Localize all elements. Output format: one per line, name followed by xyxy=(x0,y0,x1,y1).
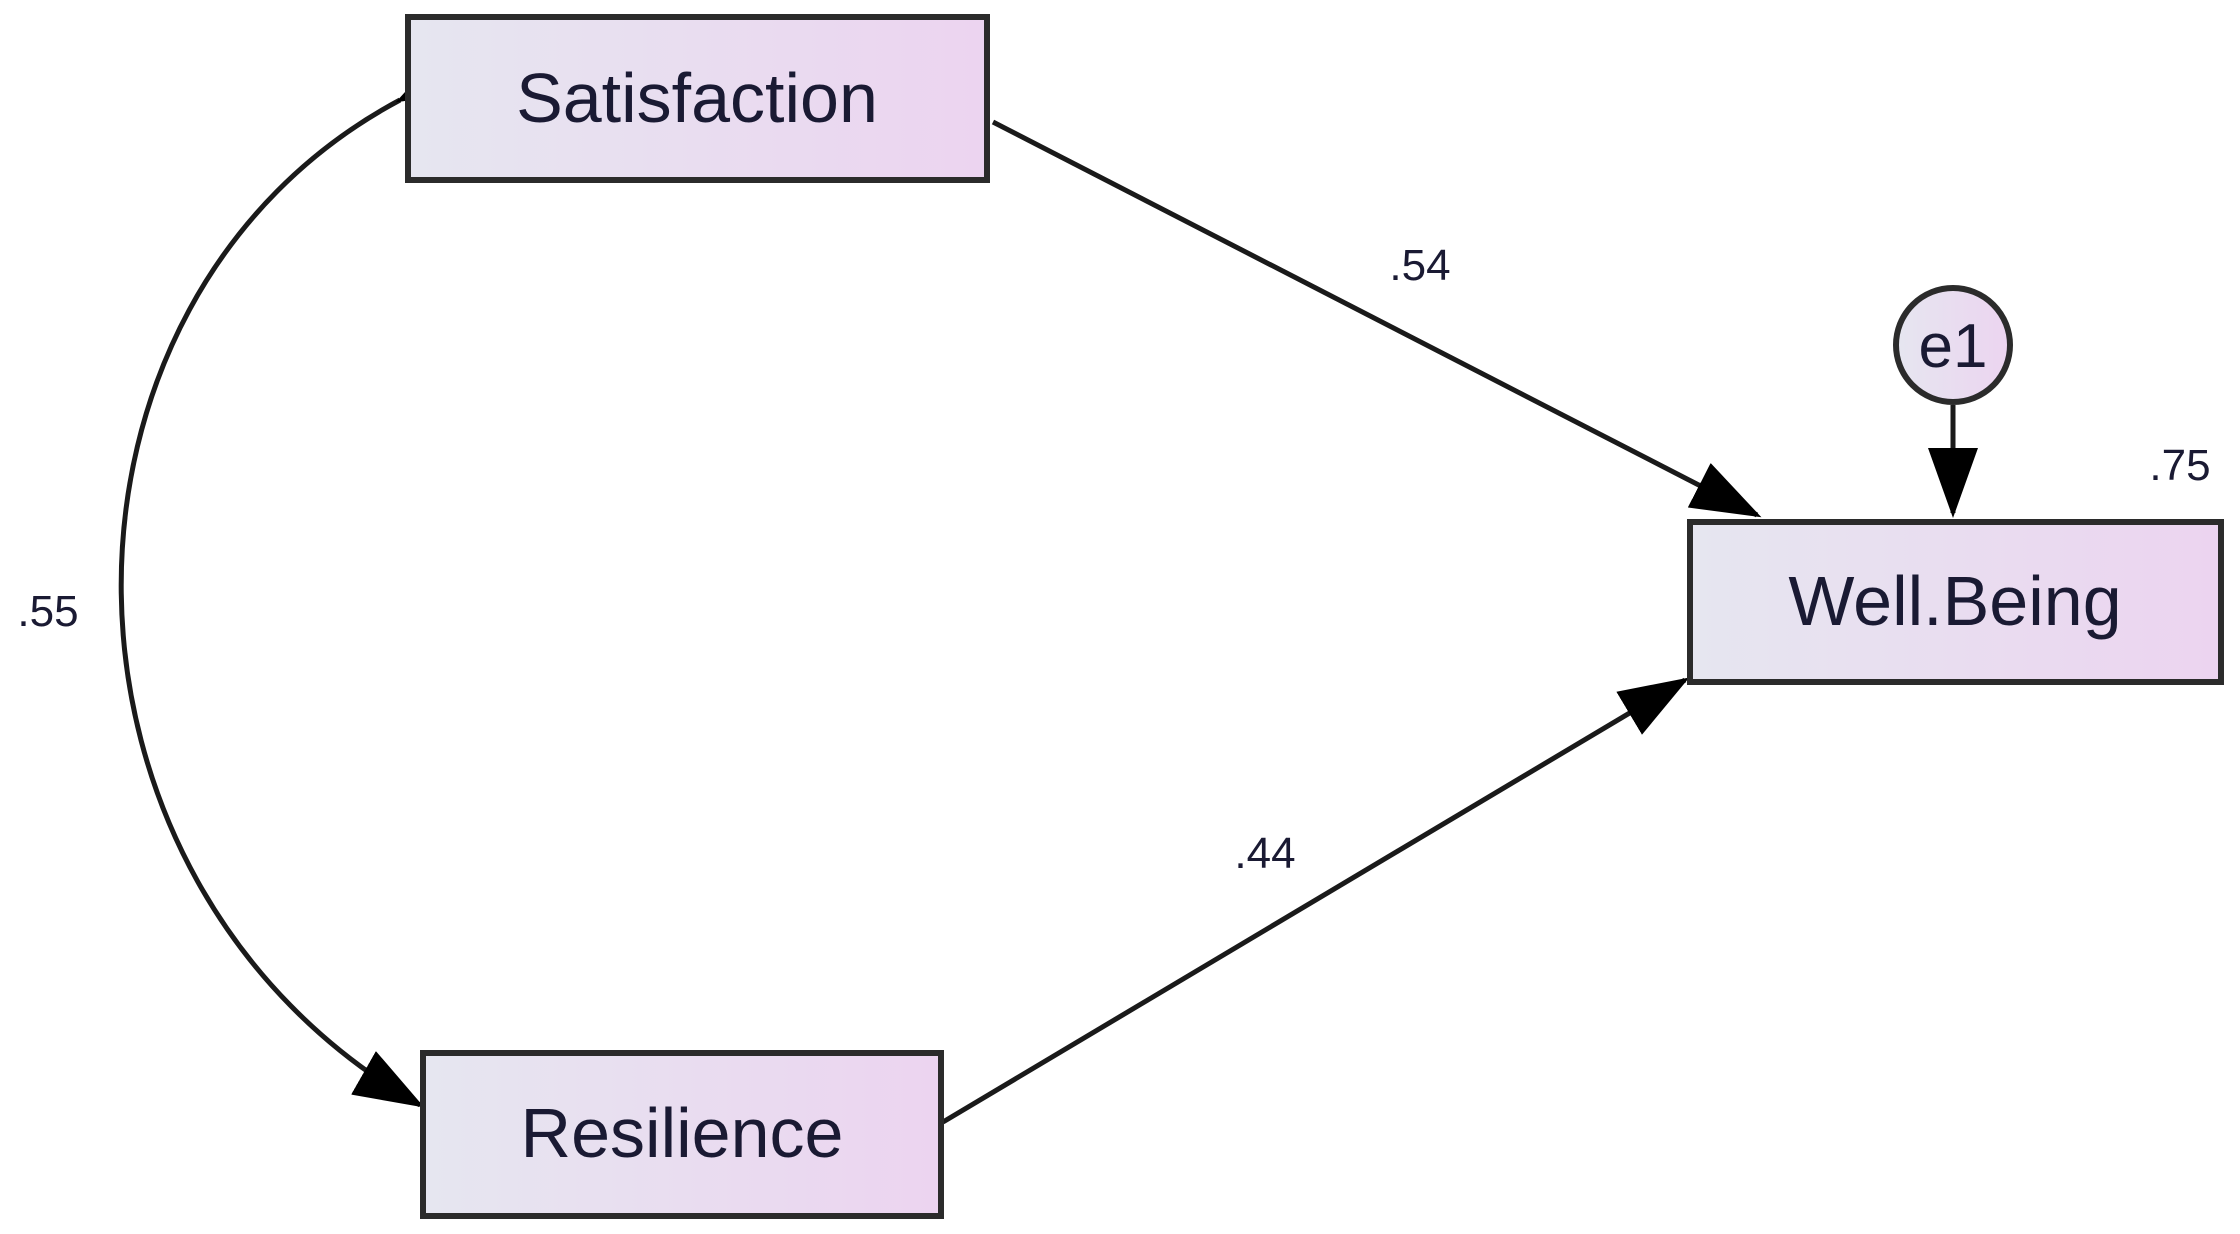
path-arrow-resilience-to-well-being xyxy=(941,677,1690,1125)
path-arrow-satisfaction-to-well-being xyxy=(991,119,1762,518)
resilience-box xyxy=(420,1050,944,1219)
well-being-node: Well.Being xyxy=(1687,519,2224,685)
covariance-satisfaction-resilience: .55 xyxy=(17,587,78,636)
covariance-arrow-satisfaction-resilience xyxy=(118,47,470,1108)
satisfaction-box xyxy=(405,14,990,183)
satisfaction-label: Satisfaction xyxy=(516,59,878,137)
resilience-label: Resilience xyxy=(521,1094,844,1172)
coefficient-resilience-well-being: .44 xyxy=(1234,829,1295,878)
coefficient-satisfaction-well-being: .54 xyxy=(1389,241,1450,290)
error-term-e1: e1 xyxy=(1893,285,2013,405)
satisfaction-node: Satisfaction xyxy=(405,14,990,183)
r-squared-well-being: .75 xyxy=(2149,441,2210,490)
e1-circle xyxy=(1893,285,2013,405)
well-being-label: Well.Being xyxy=(1788,562,2121,640)
e1-label: e1 xyxy=(1919,312,1988,381)
well-being-box xyxy=(1687,519,2224,685)
resilience-node: Resilience xyxy=(420,1050,944,1219)
